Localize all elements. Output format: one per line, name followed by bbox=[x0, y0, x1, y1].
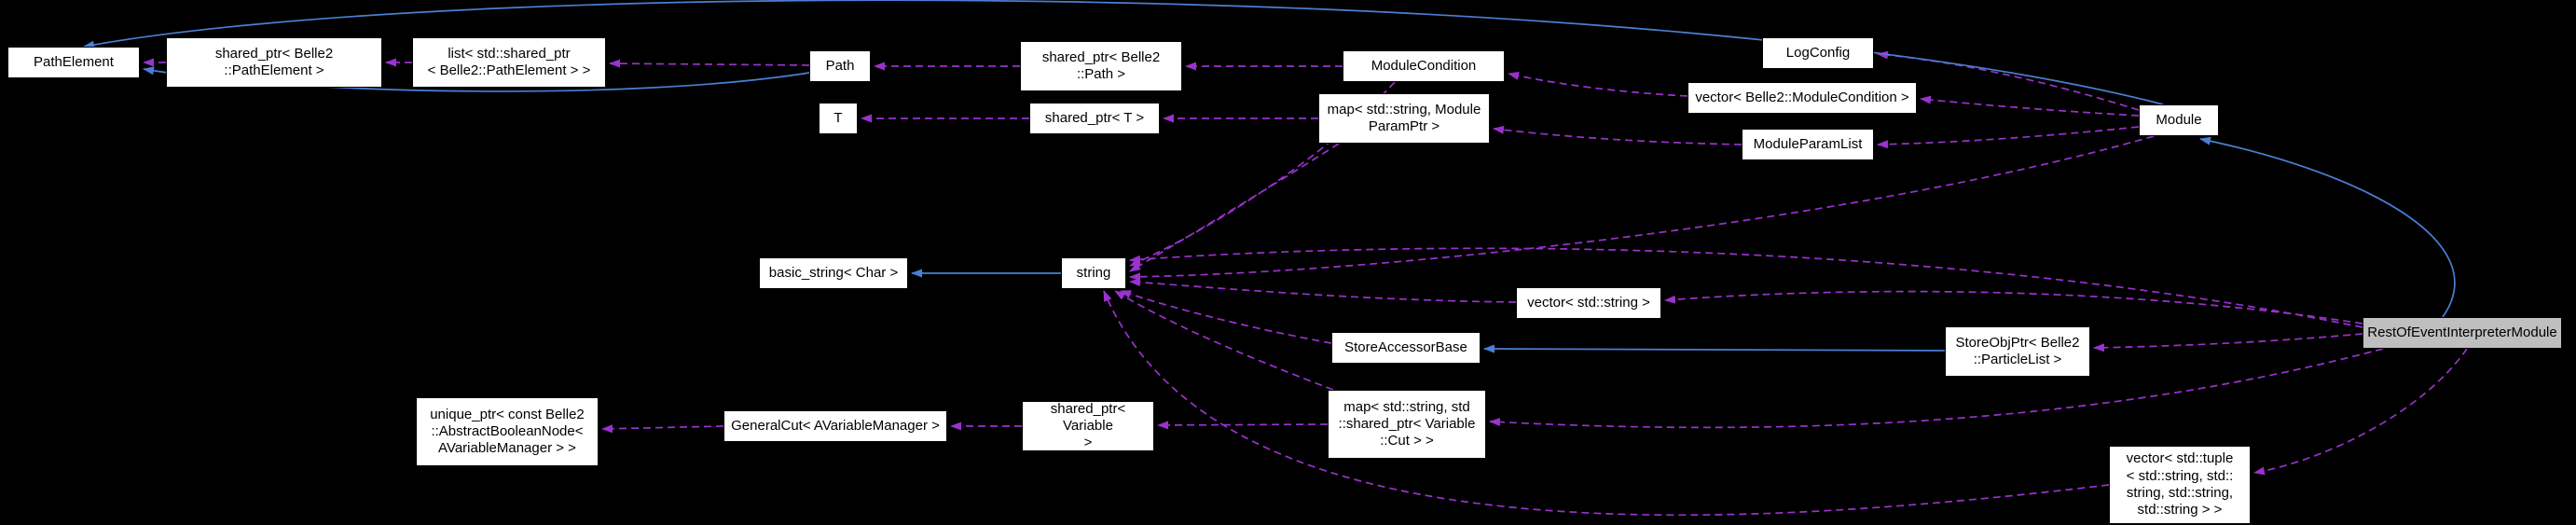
node-t[interactable]: T bbox=[819, 103, 858, 134]
node-map-moduleparamptr[interactable]: map< std::string, Module ParamPtr > bbox=[1318, 93, 1490, 144]
edge-map-cut-to-string bbox=[1114, 290, 1334, 391]
edge-module-to-vector-modulecondition bbox=[1920, 95, 2140, 117]
edge-storeaccessorbase-to-string bbox=[1120, 290, 1332, 344]
node-list-shared-ptr-pathelement[interactable]: list< std::shared_ptr < Belle2::PathElem… bbox=[412, 37, 606, 88]
edge-path-to-list-shared-ptr-pathelement bbox=[609, 59, 810, 68]
node-map-cut[interactable]: map< std::string, std ::shared_ptr< Vari… bbox=[1328, 390, 1486, 459]
edge-restofeventinterpretermodule-to-vector-string bbox=[1664, 290, 2363, 325]
edge-vector-modulecondition-to-modulecondition bbox=[1508, 71, 1688, 97]
edge-map-moduleparamptr-to-string bbox=[1129, 143, 1340, 272]
node-shared-ptr-t[interactable]: shared_ptr< T > bbox=[1029, 103, 1160, 134]
edge-restofeventinterpretermodule-to-module bbox=[2199, 136, 2456, 318]
node-basic-string[interactable]: basic_string< Char > bbox=[759, 257, 908, 289]
node-restofeventinterpretermodule[interactable]: RestOfEventInterpreterModule bbox=[2362, 317, 2562, 349]
node-shared-ptr-path[interactable]: shared_ptr< Belle2 ::Path > bbox=[1020, 41, 1182, 91]
node-module[interactable]: Module bbox=[2139, 104, 2219, 136]
node-logconfig[interactable]: LogConfig bbox=[1762, 37, 1874, 69]
node-vector-modulecondition[interactable]: vector< Belle2::ModuleCondition > bbox=[1687, 82, 1917, 114]
edge-restofeventinterpretermodule-to-string bbox=[1129, 247, 2363, 328]
node-storeaccessorbase[interactable]: StoreAccessorBase bbox=[1331, 332, 1481, 364]
node-pathelement[interactable]: PathElement bbox=[7, 47, 140, 78]
edge-restofeventinterpretermodule-to-vector-tuple bbox=[2253, 348, 2468, 476]
edge-restofeventinterpretermodule-to-map-cut bbox=[1489, 348, 2384, 429]
edge-moduleparamlist-to-map-moduleparamptr bbox=[1493, 125, 1743, 145]
edge-restofeventinterpretermodule-to-storeobjptr-particlelist bbox=[2093, 333, 2363, 352]
edge-map-cut-to-shared-ptr-variable bbox=[1157, 421, 1329, 430]
node-vector-tuple[interactable]: vector< std::tuple < std::string, std:: … bbox=[2109, 446, 2251, 524]
node-modulecondition[interactable]: ModuleCondition bbox=[1343, 50, 1505, 82]
edge-module-to-pathelement bbox=[83, 0, 2164, 105]
node-generalcut[interactable]: GeneralCut< AVariableManager > bbox=[723, 410, 947, 442]
node-path[interactable]: Path bbox=[809, 50, 871, 82]
node-storeobjptr-particlelist[interactable]: StoreObjPtr< Belle2 ::ParticleList > bbox=[1945, 326, 2090, 377]
node-shared-ptr-variable[interactable]: shared_ptr< Variable > bbox=[1022, 401, 1154, 451]
node-moduleparamlist[interactable]: ModuleParamList bbox=[1742, 129, 1874, 160]
node-string[interactable]: string bbox=[1061, 257, 1126, 289]
edge-storeobjptr-particlelist-to-storeaccessorbase bbox=[1483, 344, 1946, 353]
node-vector-string[interactable]: vector< std::string > bbox=[1516, 287, 1661, 319]
node-shared-ptr-pathelement[interactable]: shared_ptr< Belle2 ::PathElement > bbox=[166, 37, 382, 88]
node-unique-ptr-abstractbooleannode[interactable]: unique_ptr< const Belle2 ::AbstractBoole… bbox=[416, 397, 599, 466]
edge-module-to-moduleparamlist bbox=[1877, 126, 2140, 149]
edge-vector-tuple-to-string bbox=[1103, 290, 2110, 517]
edge-vector-string-to-string bbox=[1129, 278, 1517, 303]
edge-generalcut-to-unique-ptr-abstractbooleannode bbox=[601, 424, 724, 434]
